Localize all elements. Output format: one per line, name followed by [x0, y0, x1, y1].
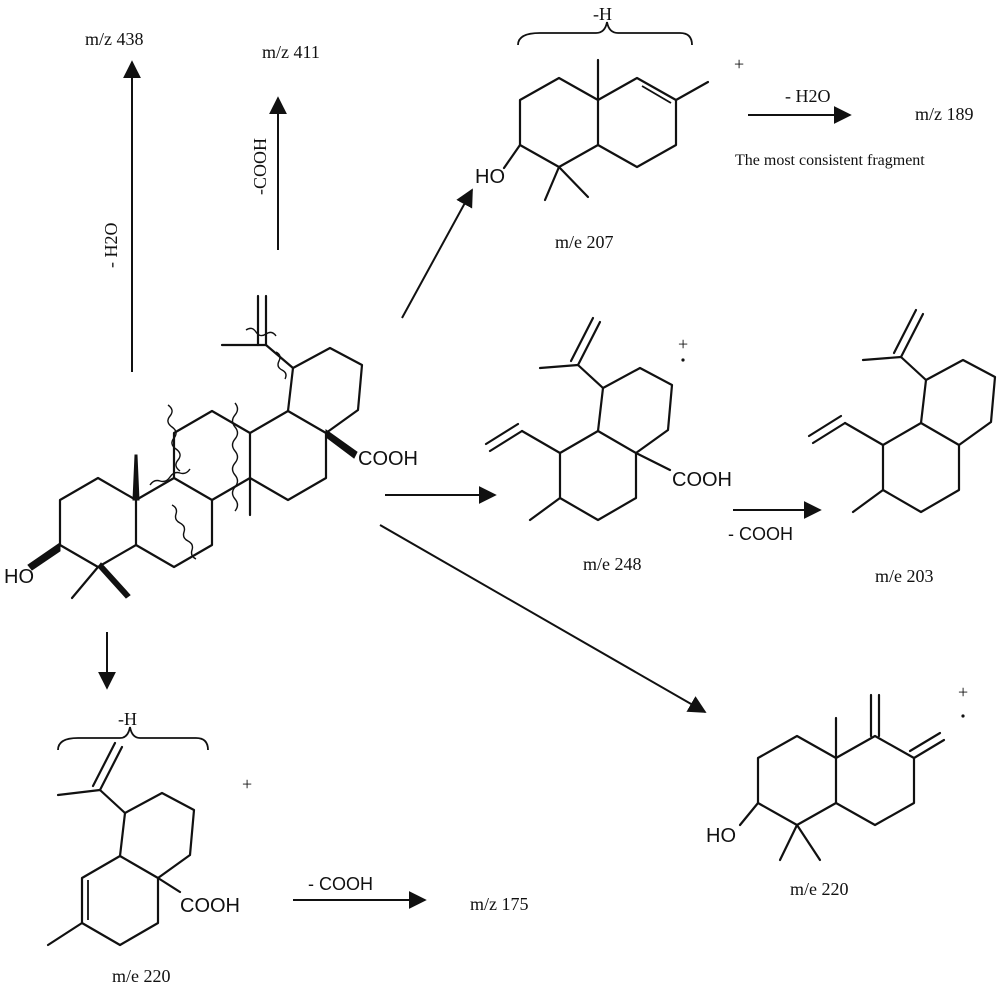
frag-248-cooh: COOH: [672, 469, 732, 491]
frag-207-charge: +: [734, 54, 744, 74]
frag-248-charge: +: [678, 334, 688, 354]
frag-220a-hydrogen: -H: [118, 709, 137, 729]
fragment-220-left: -H + COOH m/e 220: [46, 709, 252, 986]
cooh-loss-vertical-label: -COOH: [250, 138, 270, 195]
frag-220a-cooh: COOH: [180, 895, 240, 917]
arrow-to-220-right: [379, 524, 707, 713]
parent-ho-label: HO: [4, 566, 34, 588]
frag-207-ho: HO: [475, 166, 505, 188]
h2o-loss-right-label: - H2O: [785, 86, 831, 106]
frag-189-mass: m/z 189: [915, 104, 974, 124]
frag-220b-mass: m/e 220: [790, 879, 849, 899]
frag-220b-ho: HO: [706, 825, 736, 847]
fragment-203: m/e 203: [807, 308, 997, 586]
frag-189-note: The most consistent fragment: [735, 152, 925, 169]
parent-molecule: HO COOH: [4, 294, 418, 600]
parent-ion-label: m/z 438: [85, 29, 144, 49]
parent-cooh-label: COOH: [358, 448, 418, 470]
frag-248-mass: m/e 248: [583, 554, 642, 574]
h2o-loss-label: - H2O: [101, 223, 121, 269]
frag-220a-charge: +: [242, 774, 252, 794]
fragment-248: COOH + m/e 248: [484, 316, 732, 574]
fragment-220-right: HO + m/e 220: [706, 682, 968, 899]
frag-175-mass: m/z 175: [470, 894, 529, 914]
frag-207-mass: m/e 207: [555, 232, 614, 252]
frag-203-mass: m/e 203: [875, 566, 934, 586]
frag-207-hydrogen: -H: [593, 4, 612, 24]
fragment-207: HO -H + m/e 207: [475, 4, 744, 252]
cooh-loss-bottom-label: - COOH: [308, 874, 373, 894]
frag-220b-charge: +: [958, 682, 968, 702]
arrow-to-207: [401, 188, 473, 319]
cooh-loss-top-label: m/z 411: [262, 42, 320, 62]
frag-220a-mass: m/e 220: [112, 966, 171, 986]
cooh-loss-mid-label: - COOH: [728, 524, 793, 544]
